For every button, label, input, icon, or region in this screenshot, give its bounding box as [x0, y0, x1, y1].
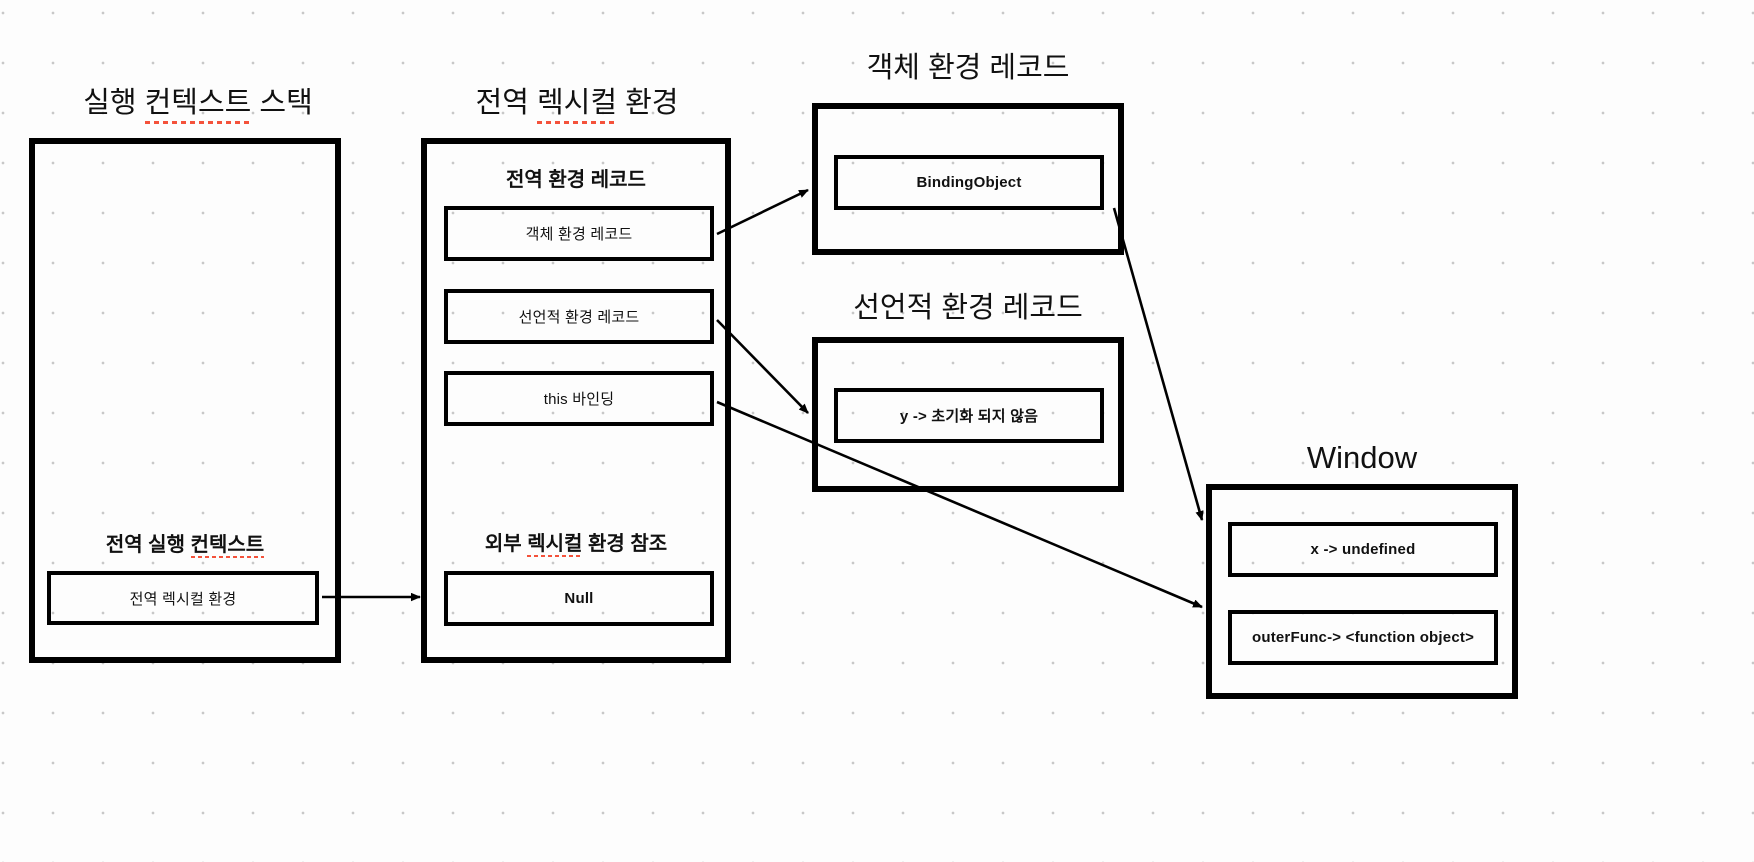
spellcheck-underline-3: 렉시컬 — [536, 79, 618, 124]
window-box — [1206, 484, 1518, 699]
arrow-binding-object-to-window — [1112, 207, 1204, 521]
title-object-environment-record: 객체 환경 레코드 — [866, 52, 1070, 84]
global-env-record-item-this-binding[interactable]: this 바인딩 — [444, 371, 714, 426]
title-execution-context-stack: 실행 컨텍스트 스택 — [28, 79, 368, 124]
object-env-record-binding-object[interactable]: BindingObject — [834, 155, 1104, 210]
spellcheck-underline-1: 컨텍스트 — [144, 79, 251, 124]
window-item-x-label: x -> undefined — [1310, 541, 1416, 558]
outer-lexical-environment-reference-value-label: Null — [564, 590, 594, 607]
global-environment-record-title: 전역 환경 레코드 — [506, 169, 646, 191]
title-global-lexical-environment: 전역 렉시컬 환경 — [423, 79, 731, 124]
global-env-record-item-object-label: 객체 환경 레코드 — [525, 226, 633, 243]
global-env-record-item-declarative-label: 선언적 환경 레코드 — [518, 309, 640, 326]
window-item-x[interactable]: x -> undefined — [1228, 522, 1498, 577]
window-item-outer-func-label: outerFunc-> <function object> — [1251, 629, 1475, 646]
object-env-record-binding-object-label: BindingObject — [916, 174, 1022, 191]
execution-context-stack-box — [29, 138, 341, 663]
exec-stack-frame-item-label: 전역 렉시컬 환경 — [129, 590, 237, 608]
title-window: Window — [1306, 440, 1418, 475]
global-env-record-item-object[interactable]: 객체 환경 레코드 — [444, 206, 714, 261]
spellcheck-underline-2: 컨텍스트 — [190, 528, 264, 558]
declarative-env-record-item-y[interactable]: y -> 초기화 되지 않음 — [834, 388, 1104, 443]
spellcheck-underline-4: 렉시컬 — [527, 527, 583, 557]
window-item-outer-func[interactable]: outerFunc-> <function object> — [1228, 610, 1498, 665]
global-execution-context-title: 전역 실행 컨텍스트 — [29, 528, 341, 558]
declarative-env-record-item-y-label: y -> 초기화 되지 않음 — [899, 408, 1039, 425]
object-environment-record-box — [812, 103, 1124, 255]
outer-lexical-environment-reference-value[interactable]: Null — [444, 571, 714, 626]
outer-lexical-environment-reference-title: 외부 렉시컬 환경 참조 — [421, 527, 731, 557]
title-declarative-environment-record: 선언적 환경 레코드 — [853, 292, 1083, 324]
exec-stack-frame-item[interactable]: 전역 렉시컬 환경 — [47, 571, 319, 625]
global-env-record-item-this-binding-label: this 바인딩 — [543, 391, 615, 408]
global-env-record-item-declarative[interactable]: 선언적 환경 레코드 — [444, 289, 714, 344]
